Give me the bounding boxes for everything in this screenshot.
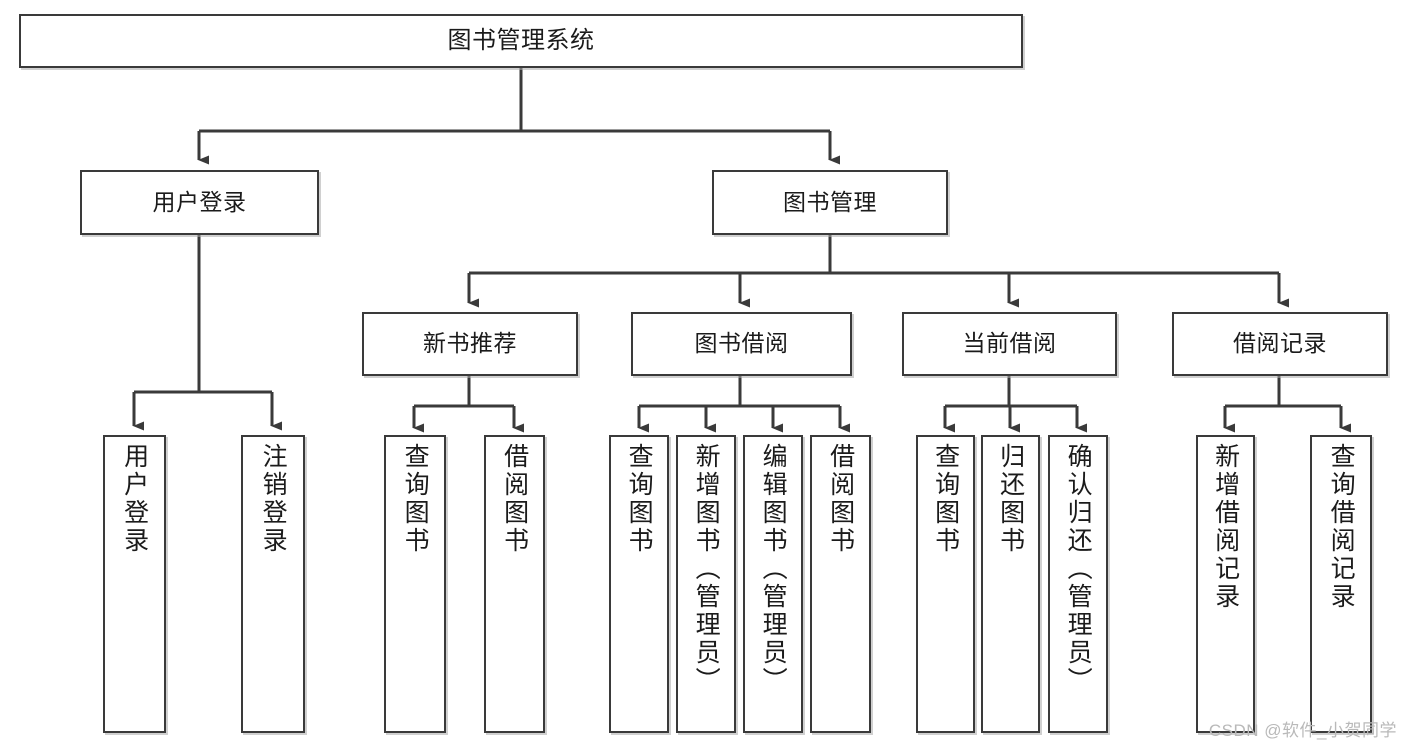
node-label: 图书借阅 — [694, 330, 789, 357]
node-label: 确认归还（管理员） — [1064, 443, 1093, 695]
leaf-edit-book-admin[interactable]: 编辑图书（管理员） — [743, 435, 803, 733]
node-label: 新增借阅记录 — [1211, 443, 1240, 611]
node-label: 用户登录 — [152, 188, 247, 215]
node-label: 注销登录 — [259, 443, 288, 555]
leaf-user-login[interactable]: 用户登录 — [103, 435, 166, 733]
node-label: 图书管理系统 — [447, 26, 595, 54]
node-label: 图书管理 — [783, 188, 877, 215]
leaf-confirm-return-admin[interactable]: 确认归还（管理员） — [1048, 435, 1108, 733]
node-label: 当前借阅 — [962, 330, 1057, 357]
leaf-logout[interactable]: 注销登录 — [241, 435, 305, 733]
leaf-add-book-admin[interactable]: 新增图书（管理员） — [676, 435, 736, 733]
node-label: 新书推荐 — [423, 330, 517, 357]
node-borrow-record[interactable]: 借阅记录 — [1172, 312, 1388, 376]
watermark: CSDN @软件_小贺同学 — [1208, 721, 1397, 740]
node-label: 新增图书（管理员） — [692, 443, 721, 695]
leaf-query-book-recommend[interactable]: 查询图书 — [384, 435, 446, 733]
leaf-borrow-book-recommend[interactable]: 借阅图书 — [484, 435, 545, 733]
leaf-borrow-book[interactable]: 借阅图书 — [810, 435, 871, 733]
node-label: 查询图书 — [401, 443, 430, 555]
node-book-management[interactable]: 图书管理 — [712, 170, 948, 235]
node-label: 借阅图书 — [826, 443, 855, 555]
node-new-book-recommend[interactable]: 新书推荐 — [362, 312, 578, 376]
node-label: 归还图书 — [996, 443, 1025, 555]
node-label: 借阅记录 — [1233, 330, 1327, 357]
leaf-add-borrow-record[interactable]: 新增借阅记录 — [1196, 435, 1255, 733]
node-root-book-management-system[interactable]: 图书管理系统 — [19, 14, 1023, 68]
leaf-query-book-borrow[interactable]: 查询图书 — [609, 435, 669, 733]
leaf-return-book[interactable]: 归还图书 — [981, 435, 1040, 733]
node-current-borrow[interactable]: 当前借阅 — [902, 312, 1117, 376]
node-label: 编辑图书（管理员） — [759, 443, 788, 695]
node-label: 查询图书 — [931, 443, 960, 555]
node-user-login[interactable]: 用户登录 — [80, 170, 319, 235]
node-book-borrow[interactable]: 图书借阅 — [631, 312, 852, 376]
leaf-query-book-current[interactable]: 查询图书 — [916, 435, 975, 733]
node-label: 查询图书 — [625, 443, 654, 555]
node-label: 借阅图书 — [500, 443, 529, 555]
node-label: 查询借阅记录 — [1327, 443, 1356, 611]
leaf-query-borrow-record[interactable]: 查询借阅记录 — [1310, 435, 1372, 733]
node-label: 用户登录 — [120, 443, 149, 555]
